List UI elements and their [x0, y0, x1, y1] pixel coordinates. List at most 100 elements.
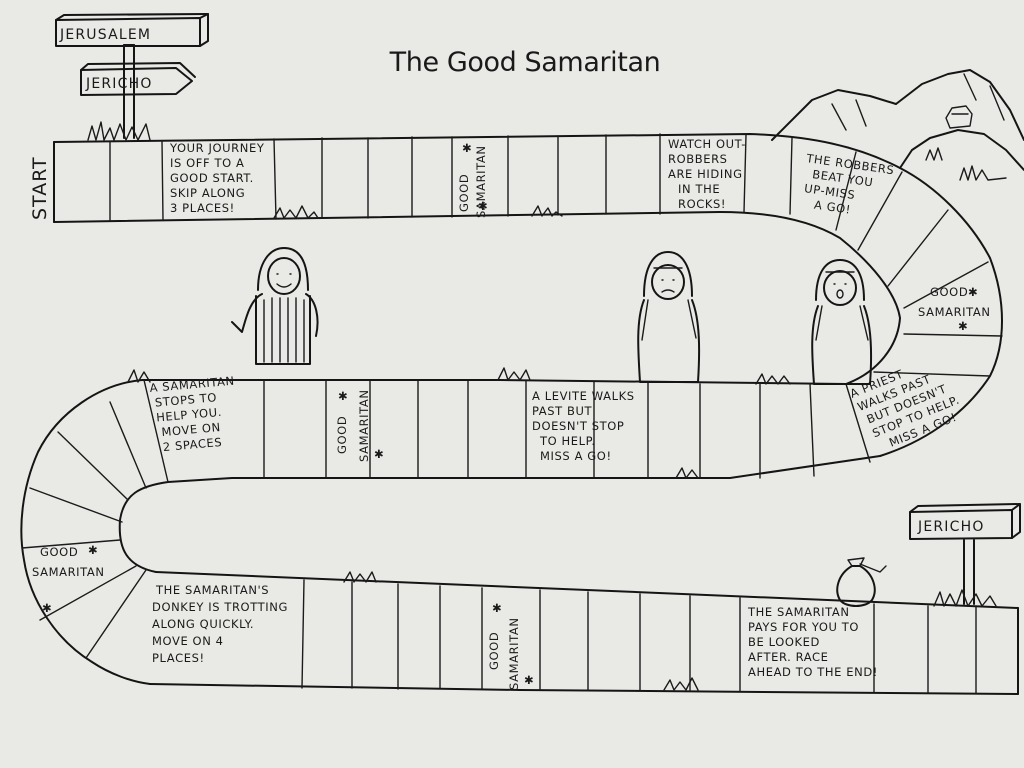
square-text-line: SAMARITAN	[32, 565, 105, 579]
game-track	[20, 133, 1019, 695]
square-text-line: GOOD	[457, 174, 471, 212]
grass-tuft	[531, 205, 563, 217]
square-text-line: A LEVITE WALKS	[532, 389, 635, 403]
square-text-line: IS OFF TO A	[170, 156, 244, 170]
square-text-line: MOVE ON	[161, 420, 221, 439]
star-icon: ✱	[374, 447, 384, 461]
square-text-line: GOOD	[487, 632, 501, 670]
levite-figure	[637, 251, 701, 383]
rocky-mountains	[771, 69, 1024, 181]
square-text-line: HELP YOU.	[156, 405, 223, 425]
square-text-line: SAMARITAN	[918, 305, 991, 319]
star-icon: ✱	[338, 389, 348, 403]
grass-tuft	[127, 369, 151, 383]
square-text-line: GOOD START.	[170, 171, 254, 185]
square-text-line: YOUR JOURNEY	[169, 141, 265, 155]
square-donkey: THE SAMARITAN'S DONKEY IS TROTTING ALONG Q…	[152, 583, 288, 665]
square-text-line: 2 SPACES	[162, 435, 223, 454]
square-text-line: DOESN'T STOP	[532, 419, 624, 433]
square-text-line: A GO!	[813, 198, 852, 217]
square-text-line: IN THE	[678, 182, 720, 196]
star-icon: ✱	[462, 141, 472, 155]
square-samaritan-stops: A SAMARITANSTOPS TOHELP YOU.MOVE ON2 SPA…	[149, 374, 240, 455]
signpost-top-left: JERUSALEM JERICHO	[55, 13, 209, 141]
grass-tuft	[273, 205, 319, 219]
square-text-line: SAMARITAN	[357, 389, 371, 462]
sign-board-jericho: JERICHO	[80, 62, 196, 96]
star-icon: ✱	[968, 285, 978, 299]
square-text-line: AFTER. RACE	[748, 650, 829, 664]
square-priest: A PRIESTWALKS PASTBUT DOESN'TSTOP TO HEL…	[848, 351, 967, 457]
square-text-line: AHEAD TO THE END!	[748, 665, 878, 679]
square-text-line: ALONG QUICKLY.	[152, 617, 254, 631]
sign-board-jerusalem: JERUSALEM	[55, 13, 209, 47]
square-text-line: MOVE ON 4	[152, 634, 224, 648]
grass-tuft	[343, 571, 377, 583]
square-text-line: DONKEY IS TROTTING	[152, 600, 288, 614]
square-text-line: PLACES!	[152, 651, 205, 665]
square-text-line: ROCKS!	[678, 197, 726, 211]
money-bag-icon	[836, 557, 887, 607]
star-icon: ✱	[524, 673, 534, 687]
square-good-samaritan-mid: GOOD SAMARITAN ✱ ✱	[335, 389, 384, 462]
svg-text:A SAMARITANSTOPS TOHELP YOU.MO: A SAMARITANSTOPS TOHELP YOU.MOVE ON2 SPA…	[149, 374, 240, 455]
grass-tuft-mountain	[925, 147, 1007, 181]
square-good-samaritan-left: GOOD SAMARITAN ✱ ✱	[32, 543, 105, 615]
square-text-line: SKIP ALONG	[170, 186, 245, 200]
square-text-line: THE SAMARITAN	[747, 605, 850, 619]
square-text-line: PAST BUT	[532, 404, 593, 418]
square-text-line: ARE HIDING	[668, 167, 743, 181]
page-title: The Good Samaritan	[389, 47, 661, 78]
star-icon: ✱	[478, 199, 488, 213]
square-text-line: STOPS TO	[154, 390, 217, 409]
star-icon: ✱	[88, 543, 98, 557]
grass-tuft	[87, 121, 151, 141]
star-icon: ✱	[492, 601, 502, 615]
grass-tuft	[933, 589, 997, 607]
sign-jerusalem-text: JERUSALEM	[59, 27, 151, 43]
grass-tuft	[675, 467, 699, 479]
grass-tuft	[663, 677, 699, 691]
square-text-line: 3 PLACES!	[170, 201, 235, 215]
square-text-line: WATCH OUT-	[668, 137, 746, 151]
square-text-line: GOOD	[930, 285, 968, 299]
square-text-line: ROBBERS	[668, 152, 728, 166]
square-text-line: BE LOOKED	[748, 635, 820, 649]
grass-tuft	[755, 373, 791, 385]
signpost-finish: JERICHO	[909, 503, 1021, 607]
square-text-line: PAYS FOR YOU TO	[748, 620, 859, 634]
start-label: START	[29, 156, 51, 220]
square-text-line: TO HELP.	[539, 434, 596, 448]
robber-peeking	[945, 105, 973, 129]
priest-figure	[811, 259, 873, 385]
square-text-line: SAMARITAN	[474, 145, 488, 218]
square-text-line: MISS A GO!	[540, 449, 612, 463]
grass-tuft	[497, 367, 531, 381]
svg-text:A PRIESTWALKS PASTBUT DOESN'TS: A PRIESTWALKS PASTBUT DOESN'TSTOP TO HEL…	[848, 351, 967, 457]
samaritan-figure	[231, 247, 319, 365]
square-text-line: THE SAMARITAN'S	[155, 583, 269, 597]
star-icon: ✱	[42, 601, 52, 615]
square-text-line: GOOD	[335, 416, 349, 454]
sign-jericho-text: JERICHO	[85, 76, 153, 92]
square-text-line: GOOD	[40, 545, 78, 559]
